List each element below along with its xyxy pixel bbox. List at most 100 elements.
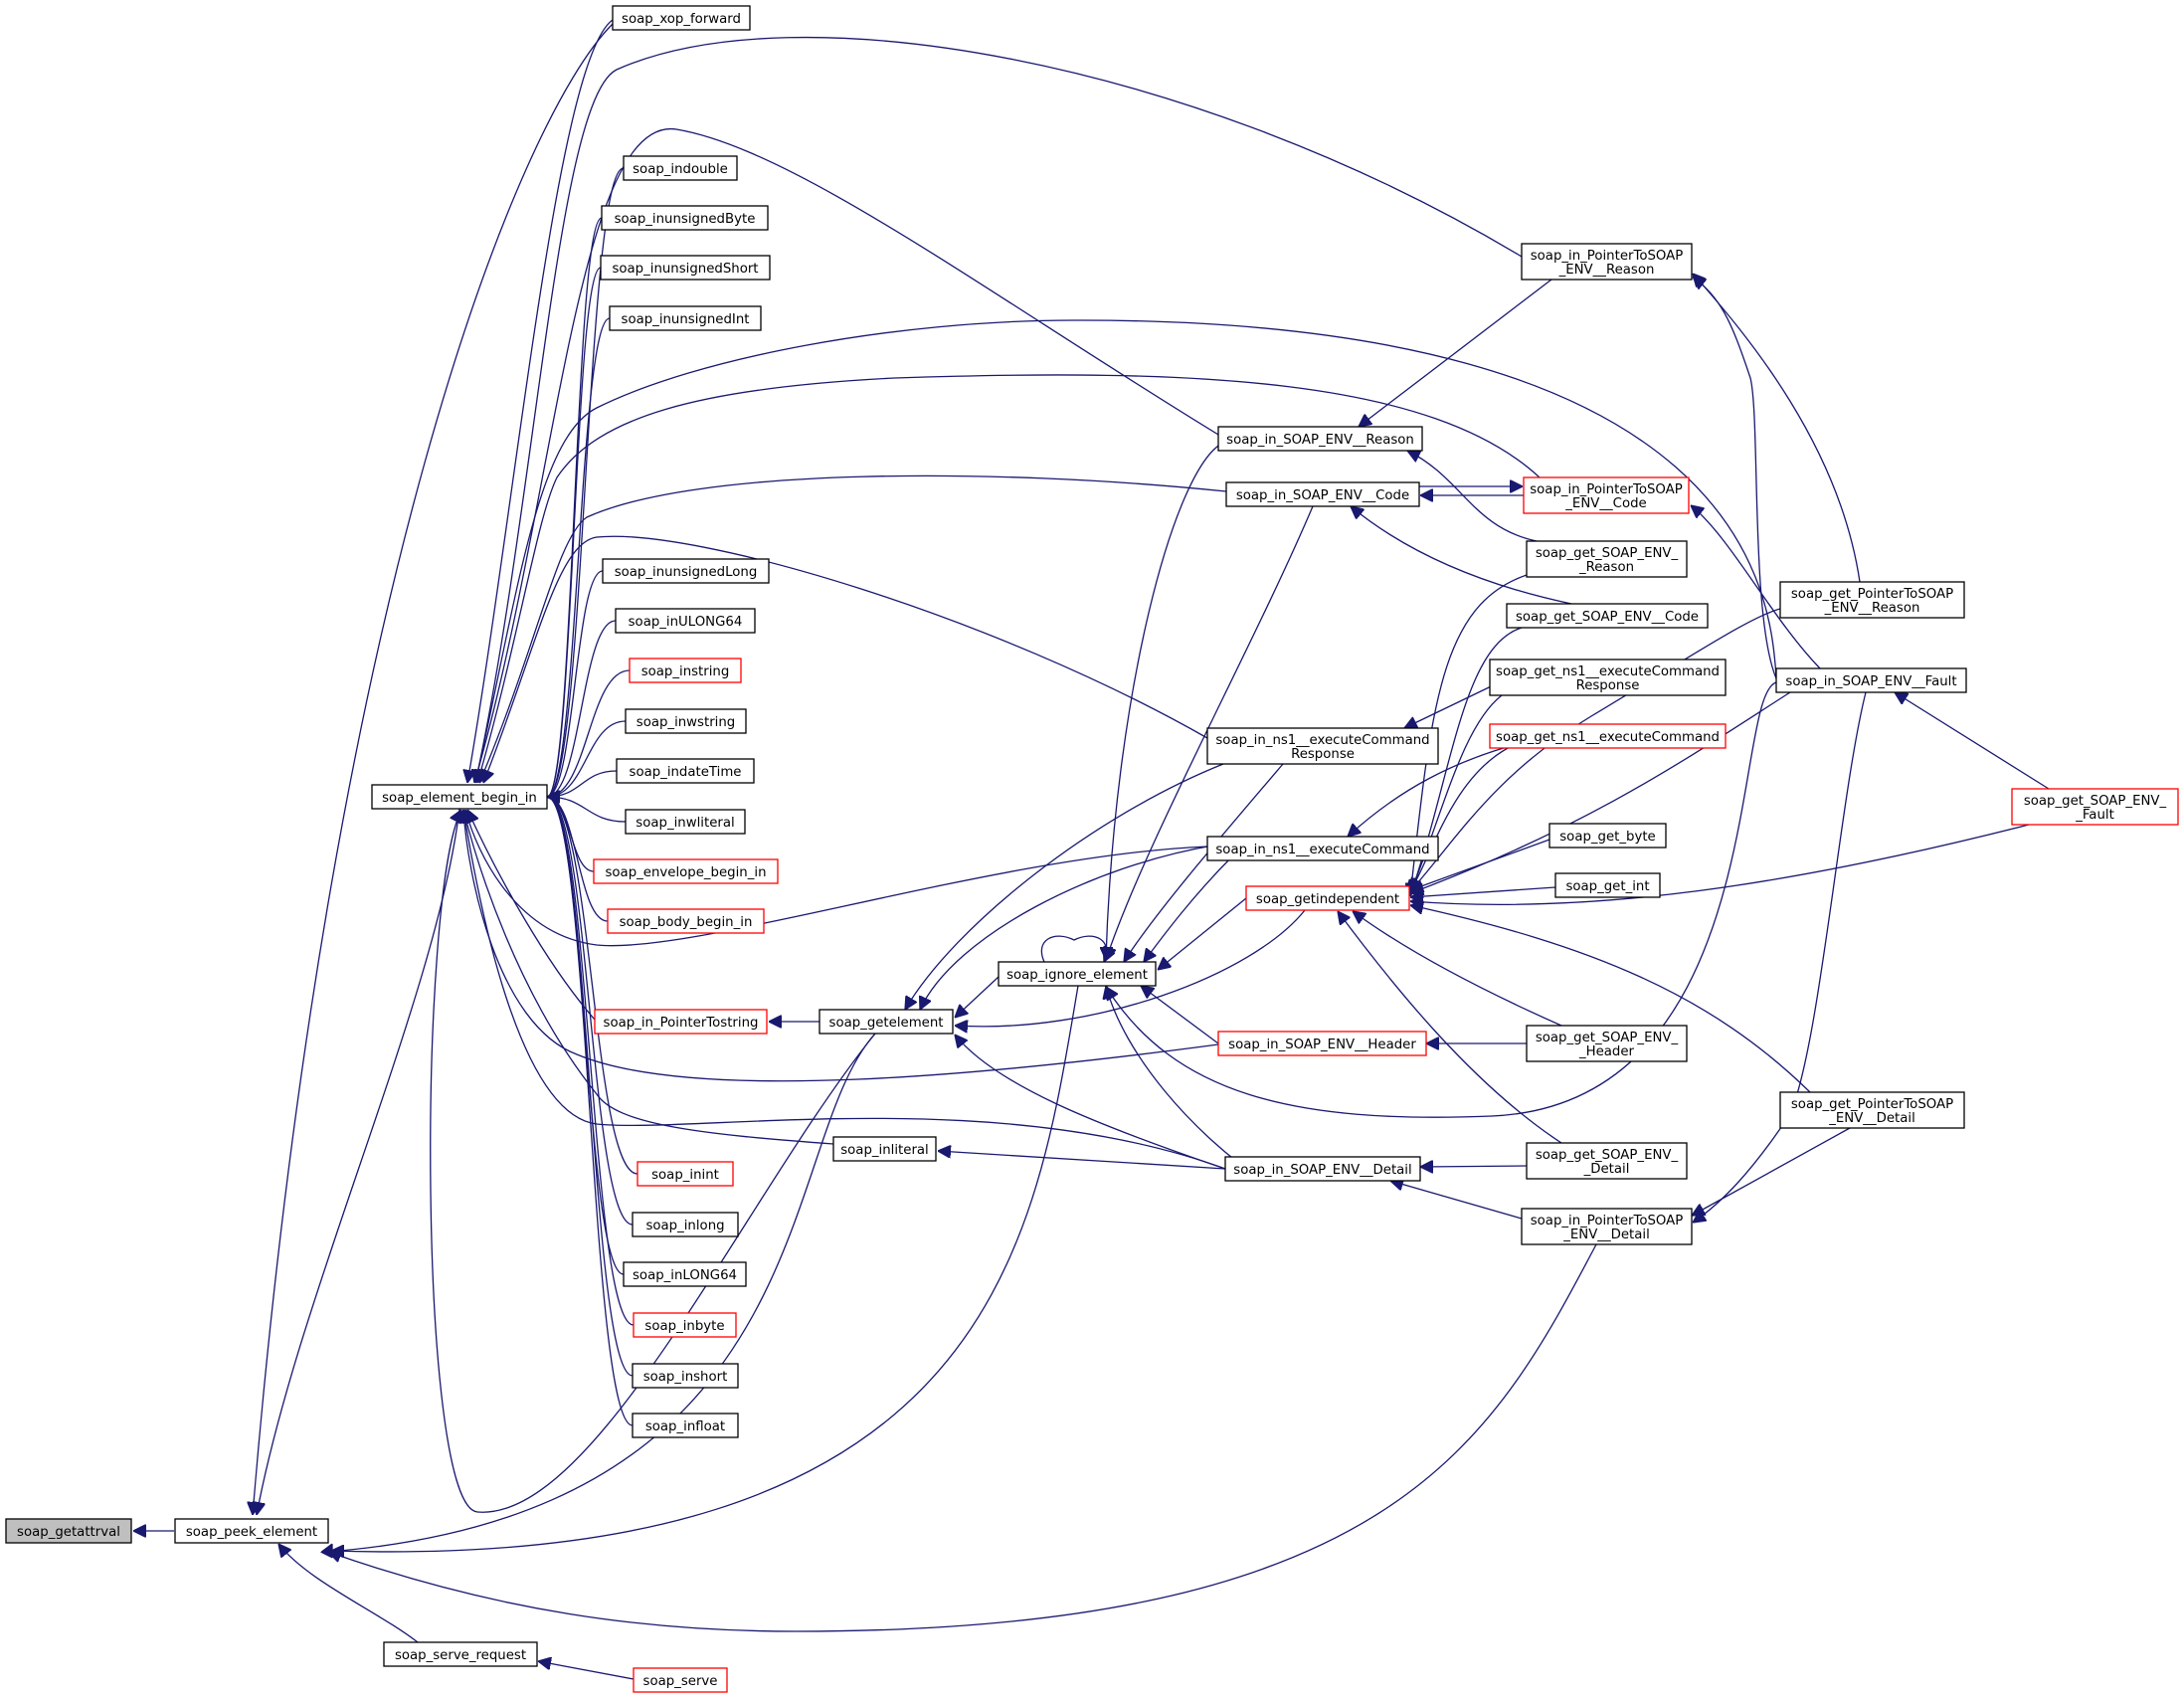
edge-path [546, 620, 617, 797]
node-box [174, 1518, 329, 1544]
node-label: soap_inwliteral [636, 816, 734, 831]
edge-instring-to-ebi [547, 669, 631, 797]
edge-path [546, 570, 604, 797]
node-label: soap_instring [641, 664, 730, 679]
edge-path [1420, 1166, 1528, 1167]
edge-inubyte-to-ebi [546, 217, 603, 797]
node-ignore[interactable]: soap_ignore_element [998, 961, 1157, 987]
node-ebi[interactable]: soap_element_begin_in [371, 784, 548, 810]
edge-getindep-to-ignore [1158, 897, 1247, 970]
node-box [632, 1413, 739, 1438]
node-label: soap_infloat [645, 1419, 725, 1434]
edge-path [546, 797, 634, 1226]
edge-path [463, 810, 1226, 1170]
node-env-reason[interactable]: soap_in_SOAP_ENV__Reason [1217, 426, 1423, 452]
node-layer: soap_getattrval soap_peek_element soap_ser… [5, 5, 2179, 1693]
edge-get_exec-to-getindep [1410, 745, 1513, 891]
node-getptr-detail[interactable]: soap_get_PointerToSOAP_ENV__Detail [1779, 1091, 1965, 1129]
node-box [1521, 243, 1693, 281]
node-inbyte[interactable]: soap_inbyte [633, 1312, 737, 1338]
edge-exec-to-ignore [1144, 854, 1234, 962]
node-inwliteral[interactable]: soap_inwliteral [625, 809, 746, 835]
edge-getptr_reason-to-getindep [1410, 608, 1781, 891]
edge-path [1106, 442, 1224, 960]
node-ptrstring[interactable]: soap_in_PointerTostring [594, 1009, 768, 1035]
node-getptr-reason[interactable]: soap_get_PointerToSOAP_ENV__Reason [1779, 581, 1965, 619]
node-peek[interactable]: soap_peek_element [174, 1518, 329, 1544]
node-box [1245, 885, 1410, 911]
node-inubyte[interactable]: soap_inunsignedByte [601, 205, 769, 231]
node-get-byte[interactable]: soap_get_byte [1548, 823, 1667, 849]
node-env-code[interactable]: soap_in_SOAP_ENV__Code [1225, 481, 1420, 507]
edge-env_fault-to-ebi [475, 319, 1777, 783]
node-box [632, 1363, 739, 1389]
edge-inlong-to-ebi [546, 797, 634, 1226]
node-inushort[interactable]: soap_inunsignedShort [600, 255, 771, 281]
edge-inliteral-to-ebi [463, 810, 834, 1145]
edge-serve_request-to-peek [278, 1544, 419, 1643]
node-inulong[interactable]: soap_inunsignedLong [602, 558, 770, 584]
edge-path [547, 669, 631, 797]
node-ptr-code[interactable]: soap_in_PointerToSOAP_ENV__Code [1523, 476, 1690, 514]
node-box [623, 1261, 747, 1287]
edge-get_reason-to-getindep [1410, 571, 1538, 896]
node-inshort[interactable]: soap_inshort [632, 1363, 739, 1389]
node-inint[interactable]: soap_inint [637, 1161, 734, 1187]
node-label: soap_in_SOAP_ENV__Header [1228, 1038, 1416, 1052]
node-box [1206, 836, 1439, 861]
node-instring[interactable]: soap_instring [629, 658, 742, 683]
edge-get_detail-to-getindep [1338, 911, 1562, 1144]
edge-exec-to-getelement [920, 845, 1214, 1010]
node-get-fault[interactable]: soap_get_SOAP_ENV__Fault [2011, 788, 2179, 826]
node-body[interactable]: soap_body_begin_in [607, 908, 765, 934]
node-ptr-detail[interactable]: soap_in_PointerToSOAP_ENV__Detail [1521, 1208, 1693, 1245]
node-inuint[interactable]: soap_inunsignedInt [609, 305, 762, 331]
node-get-code[interactable]: soap_get_SOAP_ENV__Code [1506, 603, 1709, 629]
edge-path [546, 317, 611, 797]
node-label: soap_in_PointerToSOAP [1531, 1214, 1684, 1228]
node-box [1521, 1208, 1693, 1245]
node-infloat[interactable]: soap_infloat [632, 1413, 739, 1438]
node-label: _ENV__Detail [1828, 1111, 1915, 1126]
node-label: soap_inunsignedByte [615, 212, 756, 227]
node-serve[interactable]: soap_serve [633, 1667, 728, 1693]
node-box [616, 758, 755, 784]
node-inliteral[interactable]: soap_inliteral [832, 1136, 937, 1162]
node-getelement[interactable]: soap_getelement [819, 1009, 954, 1035]
node-env-header[interactable]: soap_in_SOAP_ENV__Header [1217, 1031, 1427, 1056]
node-label: _ENV__Reason [1824, 601, 1920, 616]
node-label: soap_getindependent [1256, 892, 1399, 907]
node-exec[interactable]: soap_in_ns1__executeCommand [1206, 836, 1439, 861]
node-get-int[interactable]: soap_get_int [1554, 872, 1661, 898]
node-indateTime[interactable]: soap_indateTime [616, 758, 755, 784]
node-get-exec[interactable]: soap_get_ns1__executeCommand [1489, 723, 1727, 749]
edge-env_detail-to-ebi [463, 810, 1226, 1170]
edge-env_fault-to-getindep [1410, 691, 1791, 893]
node-get-detail[interactable]: soap_get_SOAP_ENV__Detail [1526, 1142, 1688, 1180]
edge-path [1410, 905, 1811, 1093]
node-label: _Header [1578, 1044, 1635, 1059]
node-getattrval[interactable]: soap_getattrval [5, 1518, 132, 1544]
node-envelope[interactable]: soap_envelope_begin_in [593, 858, 779, 884]
node-label: soap_in_SOAP_ENV__Code [1236, 488, 1409, 503]
node-get-header[interactable]: soap_get_SOAP_ENV__Header [1526, 1025, 1688, 1062]
node-env-fault[interactable]: soap_in_SOAP_ENV__Fault [1775, 667, 1967, 693]
edge-get_reason-to-env_reason [1407, 451, 1538, 542]
node-box [2011, 788, 2179, 826]
node-env-detail[interactable]: soap_in_SOAP_ENV__Detail [1224, 1156, 1421, 1182]
node-inlong[interactable]: soap_inlong [632, 1212, 739, 1237]
node-box [832, 1136, 937, 1162]
node-inwstring[interactable]: soap_inwstring [625, 708, 747, 734]
node-getindep[interactable]: soap_getindependent [1245, 885, 1410, 911]
node-xop[interactable]: soap_xop_forward [612, 5, 751, 31]
node-serve-request[interactable]: soap_serve_request [383, 1641, 538, 1667]
node-label: soap_get_ns1__executeCommand [1496, 664, 1720, 679]
node-get-reason[interactable]: soap_get_SOAP_ENV__Reason [1526, 540, 1688, 578]
node-ptr-reason[interactable]: soap_in_PointerToSOAP_ENV__Reason [1521, 243, 1693, 281]
node-inLONG64[interactable]: soap_inLONG64 [623, 1261, 747, 1287]
edge-inULONG64-to-ebi [546, 620, 617, 797]
node-inULONG64[interactable]: soap_inULONG64 [615, 608, 756, 634]
node-indouble[interactable]: soap_indouble [623, 155, 738, 181]
